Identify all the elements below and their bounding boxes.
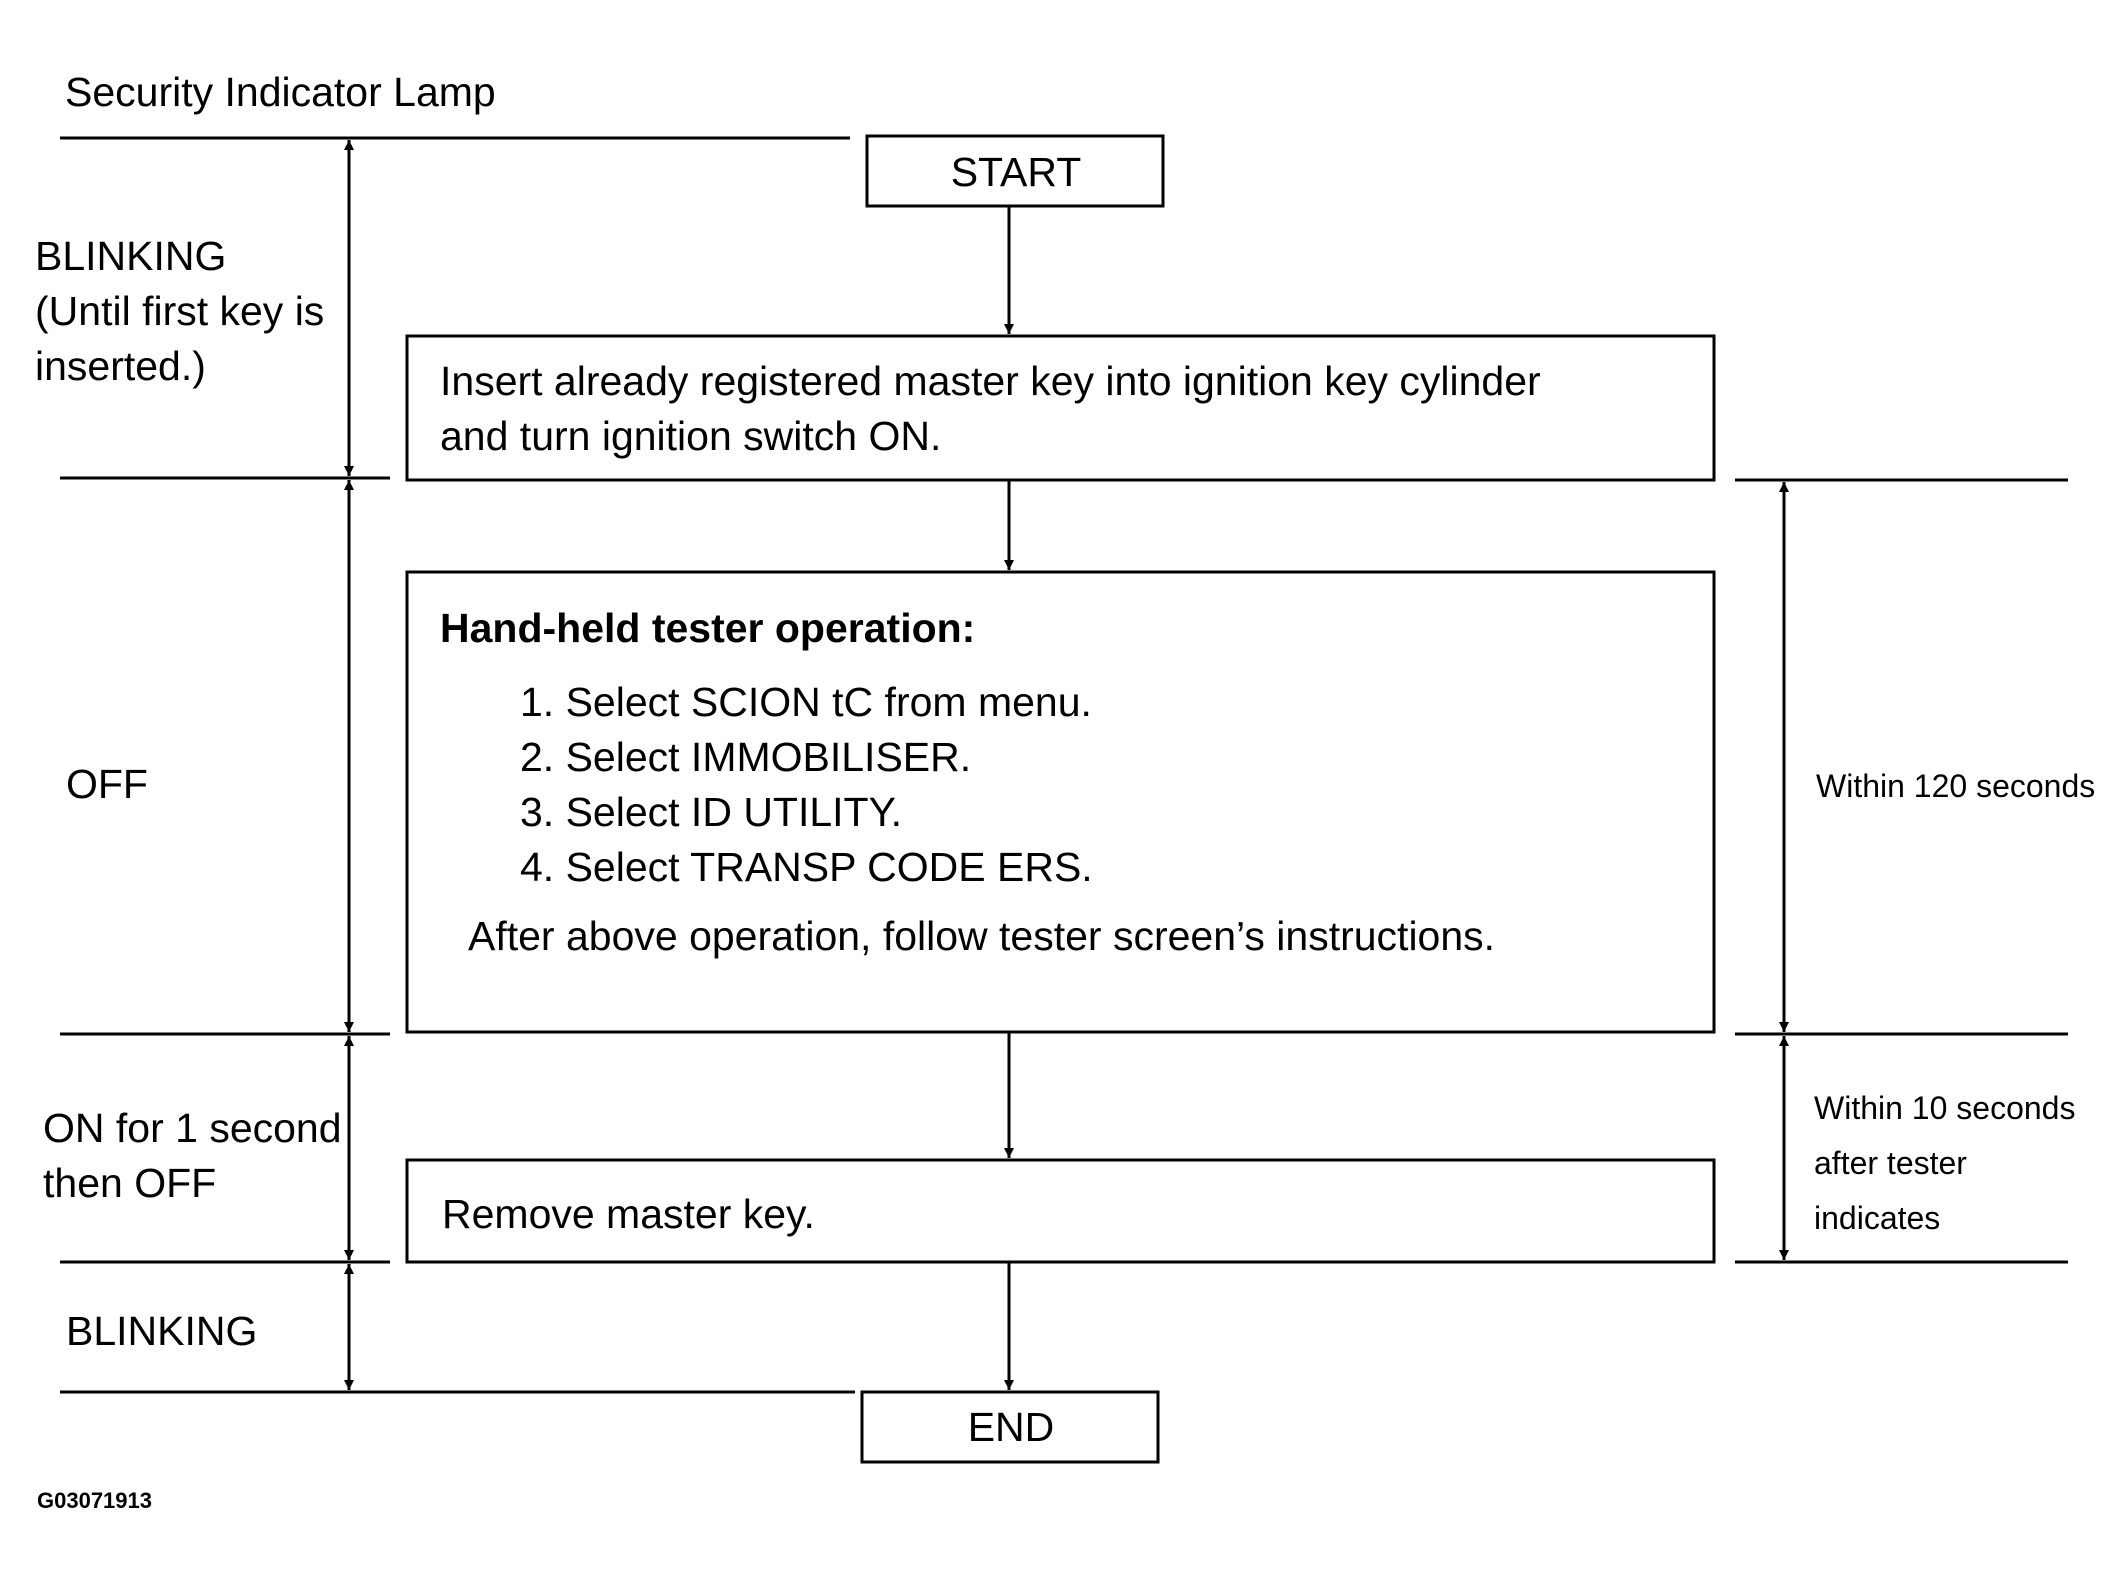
start-label: START <box>950 149 1082 195</box>
tester-step-item: 3. Select ID UTILITY. <box>520 789 903 835</box>
tester-box <box>405 570 1716 1034</box>
tester-step-note: After above operation, follow tester scr… <box>468 913 1496 959</box>
timing-within-10: Within 10 seconds after tester indicates <box>1814 1090 2076 1236</box>
remove-key-box <box>405 1158 1716 1264</box>
lamp-state-off: OFF <box>66 761 148 807</box>
diagram-header: Security Indicator Lamp <box>65 69 496 115</box>
lamp-state-blinking-initial: BLINKING (Until first key is inserted.) <box>35 233 325 389</box>
tester-step-item: 1. Select SCION tC from menu. <box>520 679 1092 725</box>
lamp-state-on-then-off: ON for 1 second then OFF <box>43 1105 342 1206</box>
end-label: END <box>967 1404 1055 1450</box>
end-box <box>860 1390 1160 1464</box>
figure-id: G03071913 <box>37 1488 152 1513</box>
tester-step-title: Hand-held tester operation: <box>440 605 976 651</box>
lamp-state-blinking-final: BLINKING <box>66 1308 258 1354</box>
remove-key-step: Remove master key. <box>442 1191 815 1237</box>
tester-step-item: 4. Select TRANSP CODE ERS. <box>520 844 1093 890</box>
tester-step-item: 2. Select IMMOBILISER. <box>520 734 972 780</box>
timing-within-120: Within 120 seconds <box>1816 768 2096 804</box>
start-box <box>865 134 1165 208</box>
insert-key-step: Insert already registered master key int… <box>440 358 1541 459</box>
insert-key-box <box>405 334 1716 482</box>
